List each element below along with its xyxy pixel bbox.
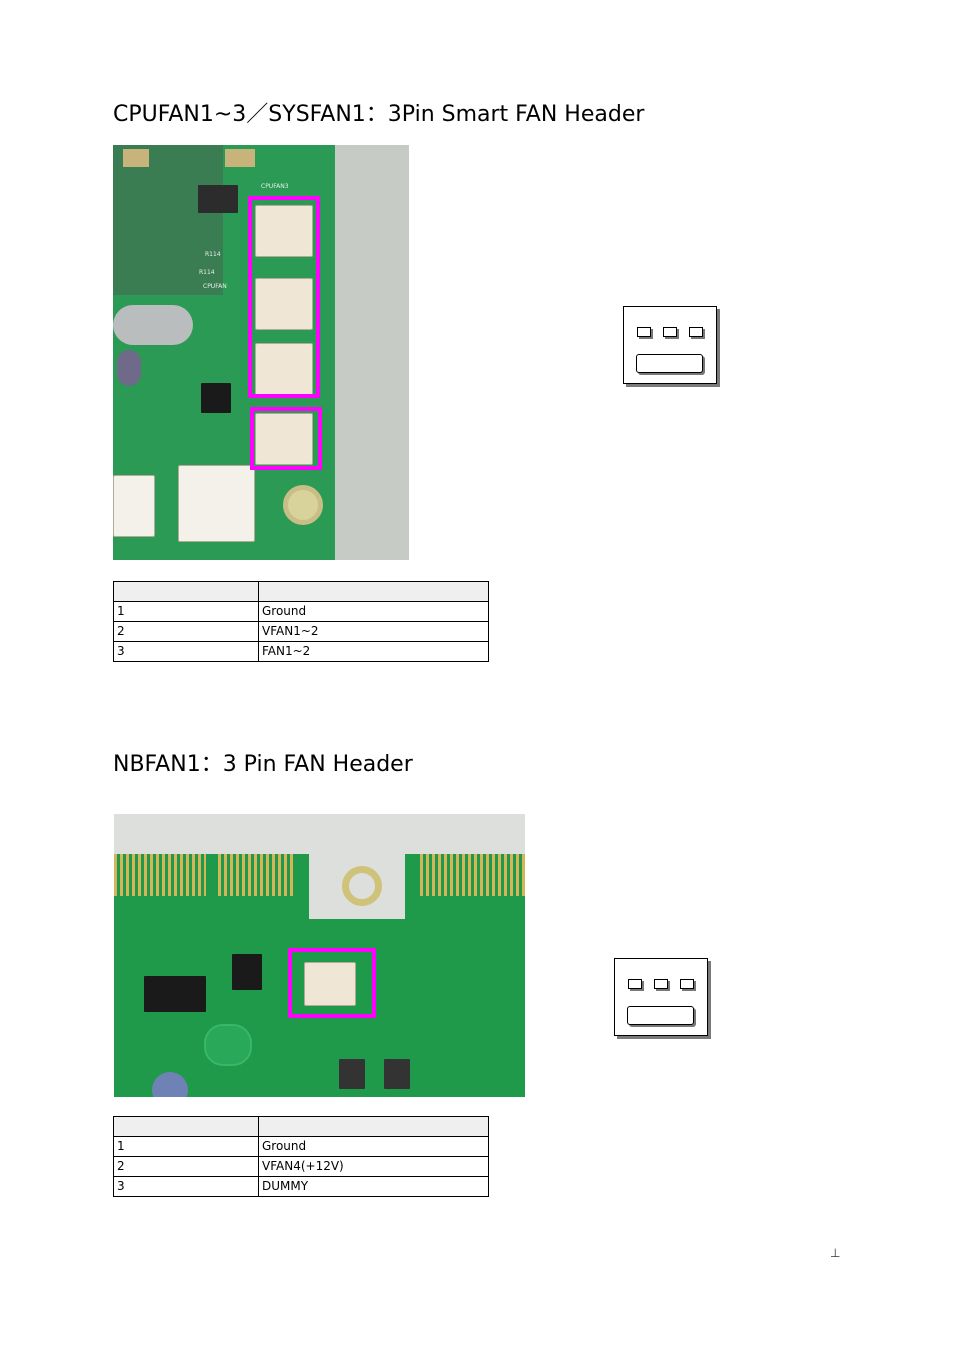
nbfan-board-photo bbox=[114, 814, 525, 1097]
pin-signal: Ground bbox=[258, 1136, 489, 1157]
table-row: 2 VFAN4(+12V) bbox=[113, 1156, 489, 1177]
pin-number: 3 bbox=[113, 1176, 259, 1197]
silkscreen-label: R114 bbox=[199, 269, 215, 276]
pin-square-icon bbox=[663, 327, 677, 337]
cpufan-board-photo: CPUFAN3 CPUFAN R114 R114 bbox=[113, 145, 409, 560]
gold-fingers bbox=[218, 854, 294, 896]
mounting-hole bbox=[283, 485, 323, 525]
pin-square-icon bbox=[689, 327, 703, 337]
silkscreen-label: CPUFAN bbox=[203, 283, 227, 290]
fan-connector bbox=[304, 962, 356, 1006]
chip bbox=[232, 954, 262, 990]
table-header-cell bbox=[113, 581, 259, 602]
cpufan-highlight-box bbox=[248, 196, 320, 398]
pin-signal: FAN1~2 bbox=[258, 641, 489, 662]
cpufan-pin-table: 1 Ground 2 VFAN1~2 3 FAN1~2 bbox=[113, 581, 489, 662]
pin-square-icon bbox=[637, 327, 651, 337]
table-header-cell bbox=[113, 1116, 259, 1137]
fan-header-diagram bbox=[623, 306, 717, 384]
pin-number: 1 bbox=[113, 1136, 259, 1157]
nbfan-pin-table: 1 Ground 2 VFAN4(+12V) 3 DUMMY bbox=[113, 1116, 489, 1197]
fan-connector bbox=[255, 343, 313, 395]
table-row: 2 VFAN1~2 bbox=[113, 621, 489, 642]
pin-square-icon bbox=[680, 979, 694, 989]
board-slot bbox=[204, 1024, 252, 1066]
power-connector bbox=[178, 465, 255, 542]
capacitor bbox=[117, 350, 141, 386]
pin-signal: VFAN1~2 bbox=[258, 621, 489, 642]
fan-connector bbox=[255, 278, 313, 330]
silkscreen-label: CPUFAN3 bbox=[261, 183, 289, 190]
connector-key-icon bbox=[636, 354, 703, 373]
capacitor bbox=[152, 1072, 188, 1097]
table-header-cell bbox=[258, 581, 489, 602]
solder-pad bbox=[225, 149, 255, 167]
gold-fingers bbox=[420, 854, 525, 896]
table-row: 3 DUMMY bbox=[113, 1176, 489, 1197]
chip bbox=[384, 1059, 410, 1089]
page-mark: ⊥ bbox=[830, 1246, 841, 1260]
fan-header-diagram bbox=[614, 958, 708, 1036]
table-row: 1 Ground bbox=[113, 601, 489, 622]
pin-signal: Ground bbox=[258, 601, 489, 622]
pcb-shadow bbox=[113, 145, 223, 295]
chip bbox=[339, 1059, 365, 1089]
pin-number: 3 bbox=[113, 641, 259, 662]
power-connector bbox=[113, 475, 155, 537]
nbfan-highlight-box bbox=[288, 948, 376, 1018]
silkscreen-label: R114 bbox=[205, 251, 221, 258]
pin-square-icon bbox=[654, 979, 668, 989]
fan-connector bbox=[255, 205, 313, 257]
sysfan-highlight-box bbox=[250, 407, 322, 470]
table-row: 1 Ground bbox=[113, 1136, 489, 1157]
table-header-row bbox=[113, 581, 489, 602]
chip bbox=[144, 976, 206, 1012]
pin-square-icon bbox=[628, 979, 642, 989]
mounting-hole bbox=[342, 866, 382, 906]
pin-number: 2 bbox=[113, 1156, 259, 1177]
chip bbox=[198, 185, 238, 213]
table-row: 3 FAN1~2 bbox=[113, 641, 489, 662]
table-header-row bbox=[113, 1116, 489, 1137]
pin-signal: VFAN4(+12V) bbox=[258, 1156, 489, 1177]
battery bbox=[113, 305, 193, 345]
table-header-cell bbox=[258, 1116, 489, 1137]
pin-number: 2 bbox=[113, 621, 259, 642]
solder-pad bbox=[123, 149, 149, 167]
section-title-nbfan: NBFAN1：3 Pin FAN Header bbox=[113, 752, 413, 777]
pin-number: 1 bbox=[113, 601, 259, 622]
connector-key-icon bbox=[627, 1006, 694, 1025]
gold-fingers bbox=[114, 854, 206, 896]
pin-signal: DUMMY bbox=[258, 1176, 489, 1197]
fan-connector bbox=[255, 413, 313, 465]
chip bbox=[201, 383, 231, 413]
section-title-cpufan: CPUFAN1~3／SYSFAN1：3Pin Smart FAN Header bbox=[113, 102, 645, 127]
